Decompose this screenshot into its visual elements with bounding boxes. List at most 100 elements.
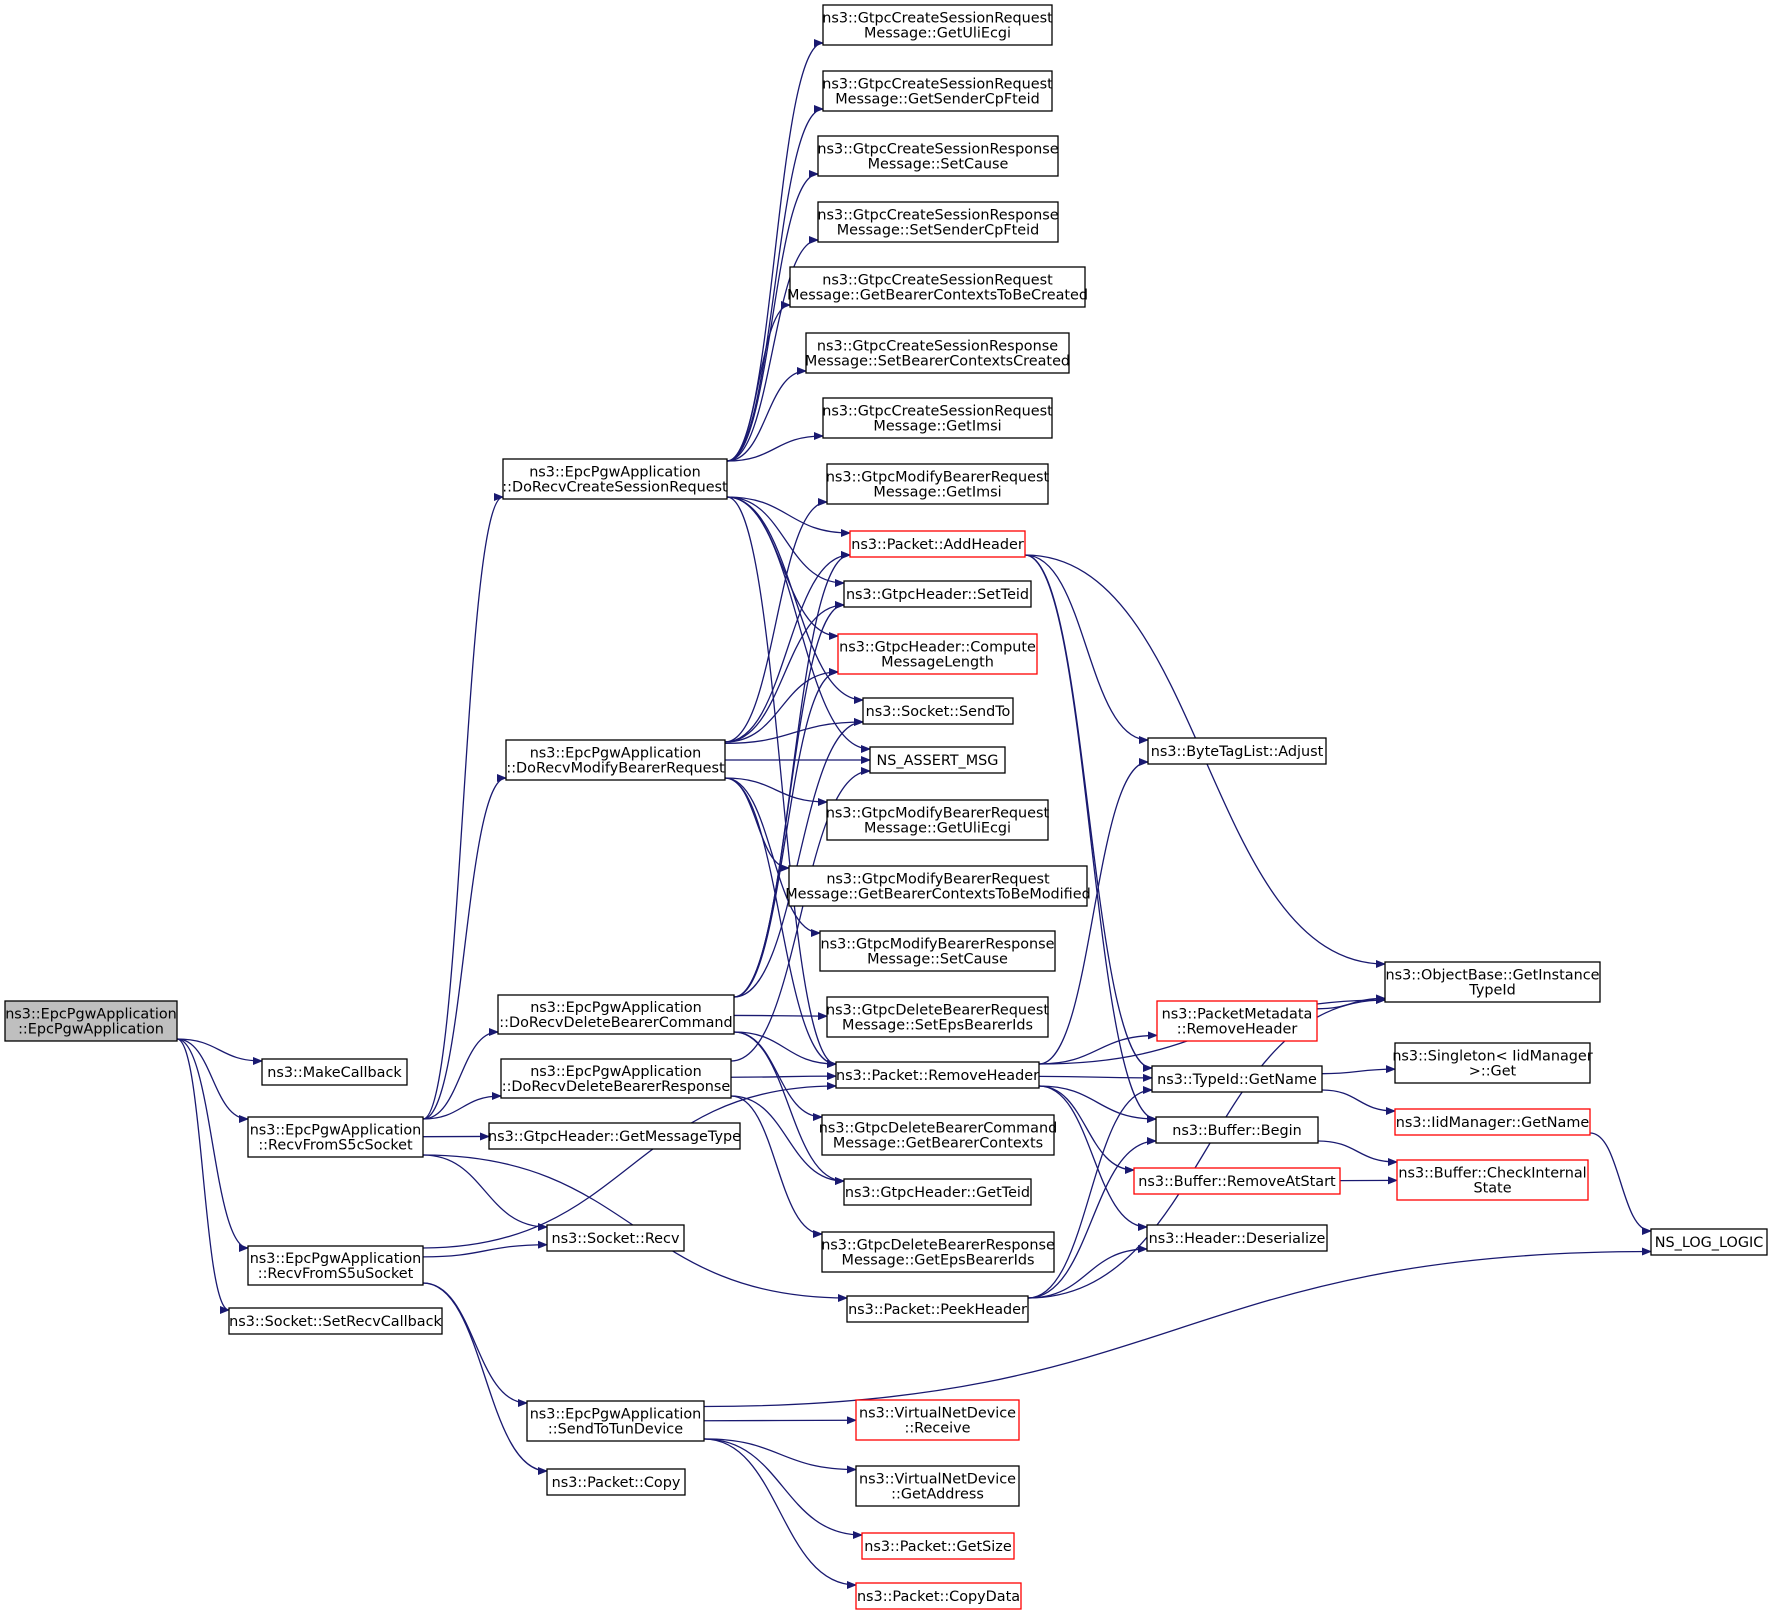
node-copydata[interactable]: ns3::Packet::CopyData [855,1582,1022,1610]
node-removeheader[interactable]: ns3::Packet::RemoveHeader [835,1061,1040,1089]
node-m_getuli[interactable]: ns3::GtpcModifyBearerRequestMessage::Get… [826,799,1050,841]
node-sendtotun[interactable]: ns3::EpcPgwApplication::SendToTunDevice [526,1400,705,1442]
node-label-line: ns3::IidManager::GetName [1396,1115,1590,1131]
edge-docreate-to-assertmsg [726,496,871,753]
node-r_setsender[interactable]: ns3::GtpcCreateSessionResponseMessage::S… [817,201,1059,243]
node-recvs5u[interactable]: ns3::EpcPgwApplication::RecvFromS5uSocke… [247,1245,424,1286]
node-label-line: ns3::GtpcModifyBearerRequest [826,872,1050,888]
node-box [789,266,1086,308]
node-getmsgtype[interactable]: ns3::GtpcHeader::GetMessageType [488,1122,741,1150]
edge-dodelcmd-to-d_seteps [733,1012,828,1021]
node-getteid[interactable]: ns3::GtpcHeader::GetTeid [843,1178,1032,1206]
node-docreate[interactable]: ns3::EpcPgwApplication::DoRecvCreateSess… [502,458,728,500]
node-label-line: ns3::ObjectBase::GetInstance [1386,968,1600,984]
node-ns_log_logic[interactable]: NS_LOG_LOGIC [1650,1228,1768,1256]
node-makecallback[interactable]: ns3::MakeCallback [261,1058,408,1086]
node-box [821,1231,1055,1273]
node-box [1146,1224,1328,1252]
node-label-line: TypeId [1468,982,1515,998]
node-getsize[interactable]: ns3::Packet::GetSize [861,1532,1015,1560]
node-typeid_getname[interactable]: ns3::TypeId::GetName [1151,1065,1323,1093]
node-label-line: Message::GetBearerContextsToBeCreated [787,287,1088,303]
edge-recvs5c-to-domodify [422,774,507,1120]
node-c_getuli[interactable]: ns3::GtpcCreateSessionRequestMessage::Ge… [822,4,1053,46]
edge-domodify-to-mr_setcause [724,777,821,937]
node-mr_setcause[interactable]: ns3::GtpcModifyBearerResponseMessage::Se… [819,930,1056,972]
node-dodelcmd[interactable]: ns3::EpcPgwApplication::DoRecvDeleteBear… [497,994,735,1035]
node-m_getimsi[interactable]: ns3::GtpcModifyBearerRequestMessage::Get… [826,463,1050,505]
edge-docreate-to-r_setcause [726,170,819,462]
node-sendto[interactable]: ns3::Socket::SendTo [862,697,1014,725]
node-buffer_begin[interactable]: ns3::Buffer::Begin [1155,1116,1319,1144]
node-m_getbearer[interactable]: ns3::GtpcModifyBearerRequestMessage::Get… [785,865,1091,907]
node-socketrecv[interactable]: ns3::Socket::Recv [546,1224,685,1252]
node-box [1396,1159,1589,1201]
node-label-line: Message::GetImsi [873,418,1001,434]
node-label-line: ::DoRecvDeleteBearerCommand [499,1015,732,1031]
edge-domodify-to-removeheader [724,777,837,1068]
edge-recvs5c-to-dodelcmd [422,1028,499,1120]
node-recvs5c[interactable]: ns3::EpcPgwApplication::RecvFromS5cSocke… [247,1116,424,1158]
node-label-line: Message::SetCause [868,156,1009,172]
node-packetcopy[interactable]: ns3::Packet::Copy [546,1468,686,1496]
node-setteid[interactable]: ns3::GtpcHeader::SetTeid [843,580,1032,608]
node-box [488,1122,741,1150]
node-d_seteps[interactable]: ns3::GtpcDeleteBearerRequestMessage::Set… [826,996,1049,1038]
node-domodify[interactable]: ns3::EpcPgwApplication::DoRecvModifyBear… [505,739,726,781]
node-buffer_removeatstart[interactable]: ns3::Buffer::RemoveAtStart [1133,1167,1341,1195]
node-label-line: Message::GetEpsBearerIds [842,1252,1035,1268]
edge-domodify-to-m_getimsi [724,498,828,743]
edge-dodelcmd-to-dc_getbearer [733,1031,823,1121]
node-bytetagadjust[interactable]: ns3::ByteTagList::Adjust [1147,737,1327,765]
node-label-line: >::Get [1469,1063,1517,1079]
node-c_getsender[interactable]: ns3::GtpcCreateSessionRequestMessage::Ge… [822,70,1053,112]
node-iidmanager_getname[interactable]: ns3::IidManager::GetName [1394,1108,1591,1136]
edge-sendtotun-to-ns_log_logic [703,1247,1652,1408]
node-label-line: ns3::GtpcDeleteBearerCommand [819,1121,1057,1137]
node-label-line: ns3::GtpcCreateSessionRequest [822,404,1053,420]
edge-docreate-to-r_setsender [726,236,819,462]
node-box [1147,737,1327,765]
node-label-line: ns3::GtpcCreateSessionRequest [822,77,1053,93]
node-label-line: ns3::EpcPgwApplication [530,1064,702,1080]
node-label-line: Message::GetUliEcgi [864,820,1011,836]
node-box [546,1468,686,1496]
node-label-line: ::DoRecvCreateSessionRequest [502,479,728,495]
node-peekheader[interactable]: ns3::Packet::PeekHeader [846,1295,1029,1323]
node-box [817,135,1059,177]
node-label-line: NS_ASSERT_MSG [877,753,999,769]
node-dodelresp[interactable]: ns3::EpcPgwApplication::DoRecvDeleteBear… [500,1058,732,1099]
node-box [855,1582,1022,1610]
node-label-line: ns3::GtpcCreateSessionResponse [817,208,1058,224]
node-label-line: ns3::GtpcModifyBearerRequest [826,470,1050,486]
node-label-line: ::DoRecvModifyBearerRequest [506,760,725,776]
node-r_setbearer[interactable]: ns3::GtpcCreateSessionResponseMessage::S… [805,332,1070,374]
node-box [855,1399,1020,1441]
edge-dodelcmd-to-getteid [733,1031,845,1185]
node-box [822,397,1053,439]
node-r_setcause[interactable]: ns3::GtpcCreateSessionResponseMessage::S… [817,135,1059,177]
node-header_deserialize[interactable]: ns3::Header::Deserialize [1146,1224,1328,1252]
node-label-line: Message::SetEpsBearerIds [842,1017,1033,1033]
node-vnd_receive[interactable]: ns3::VirtualNetDevice::Receive [855,1399,1020,1441]
node-dr_geteps[interactable]: ns3::GtpcDeleteBearerResponseMessage::Ge… [821,1231,1055,1273]
node-box [247,1245,424,1286]
node-label-line: ns3::MakeCallback [267,1065,402,1081]
edge-domodify-to-setteid [724,601,845,743]
node-c_getimsi[interactable]: ns3::GtpcCreateSessionRequestMessage::Ge… [822,397,1053,439]
node-pm_remove[interactable]: ns3::PacketMetadata::RemoveHeader [1156,1000,1318,1042]
edge-typeid_getname-to-singleton_get [1321,1065,1396,1075]
node-addheader[interactable]: ns3::Packet::AddHeader [849,530,1026,558]
node-singleton_get[interactable]: ns3::Singleton< IidManager >::Get [1392,1042,1593,1084]
nodes-layer: ns3::EpcPgwApplication::EpcPgwApplicatio… [4,4,1768,1610]
node-dc_getbearer[interactable]: ns3::GtpcDeleteBearerCommandMessage::Get… [819,1114,1057,1156]
node-box [546,1224,685,1252]
node-c_getbearer[interactable]: ns3::GtpcCreateSessionRequestMessage::Ge… [787,266,1088,308]
node-setrecvcb[interactable]: ns3::Socket::SetRecvCallback [228,1307,443,1335]
node-vnd_getaddr[interactable]: ns3::VirtualNetDevice::GetAddress [855,1465,1020,1507]
node-assertmsg[interactable]: NS_ASSERT_MSG [869,746,1006,774]
node-box [826,463,1049,505]
